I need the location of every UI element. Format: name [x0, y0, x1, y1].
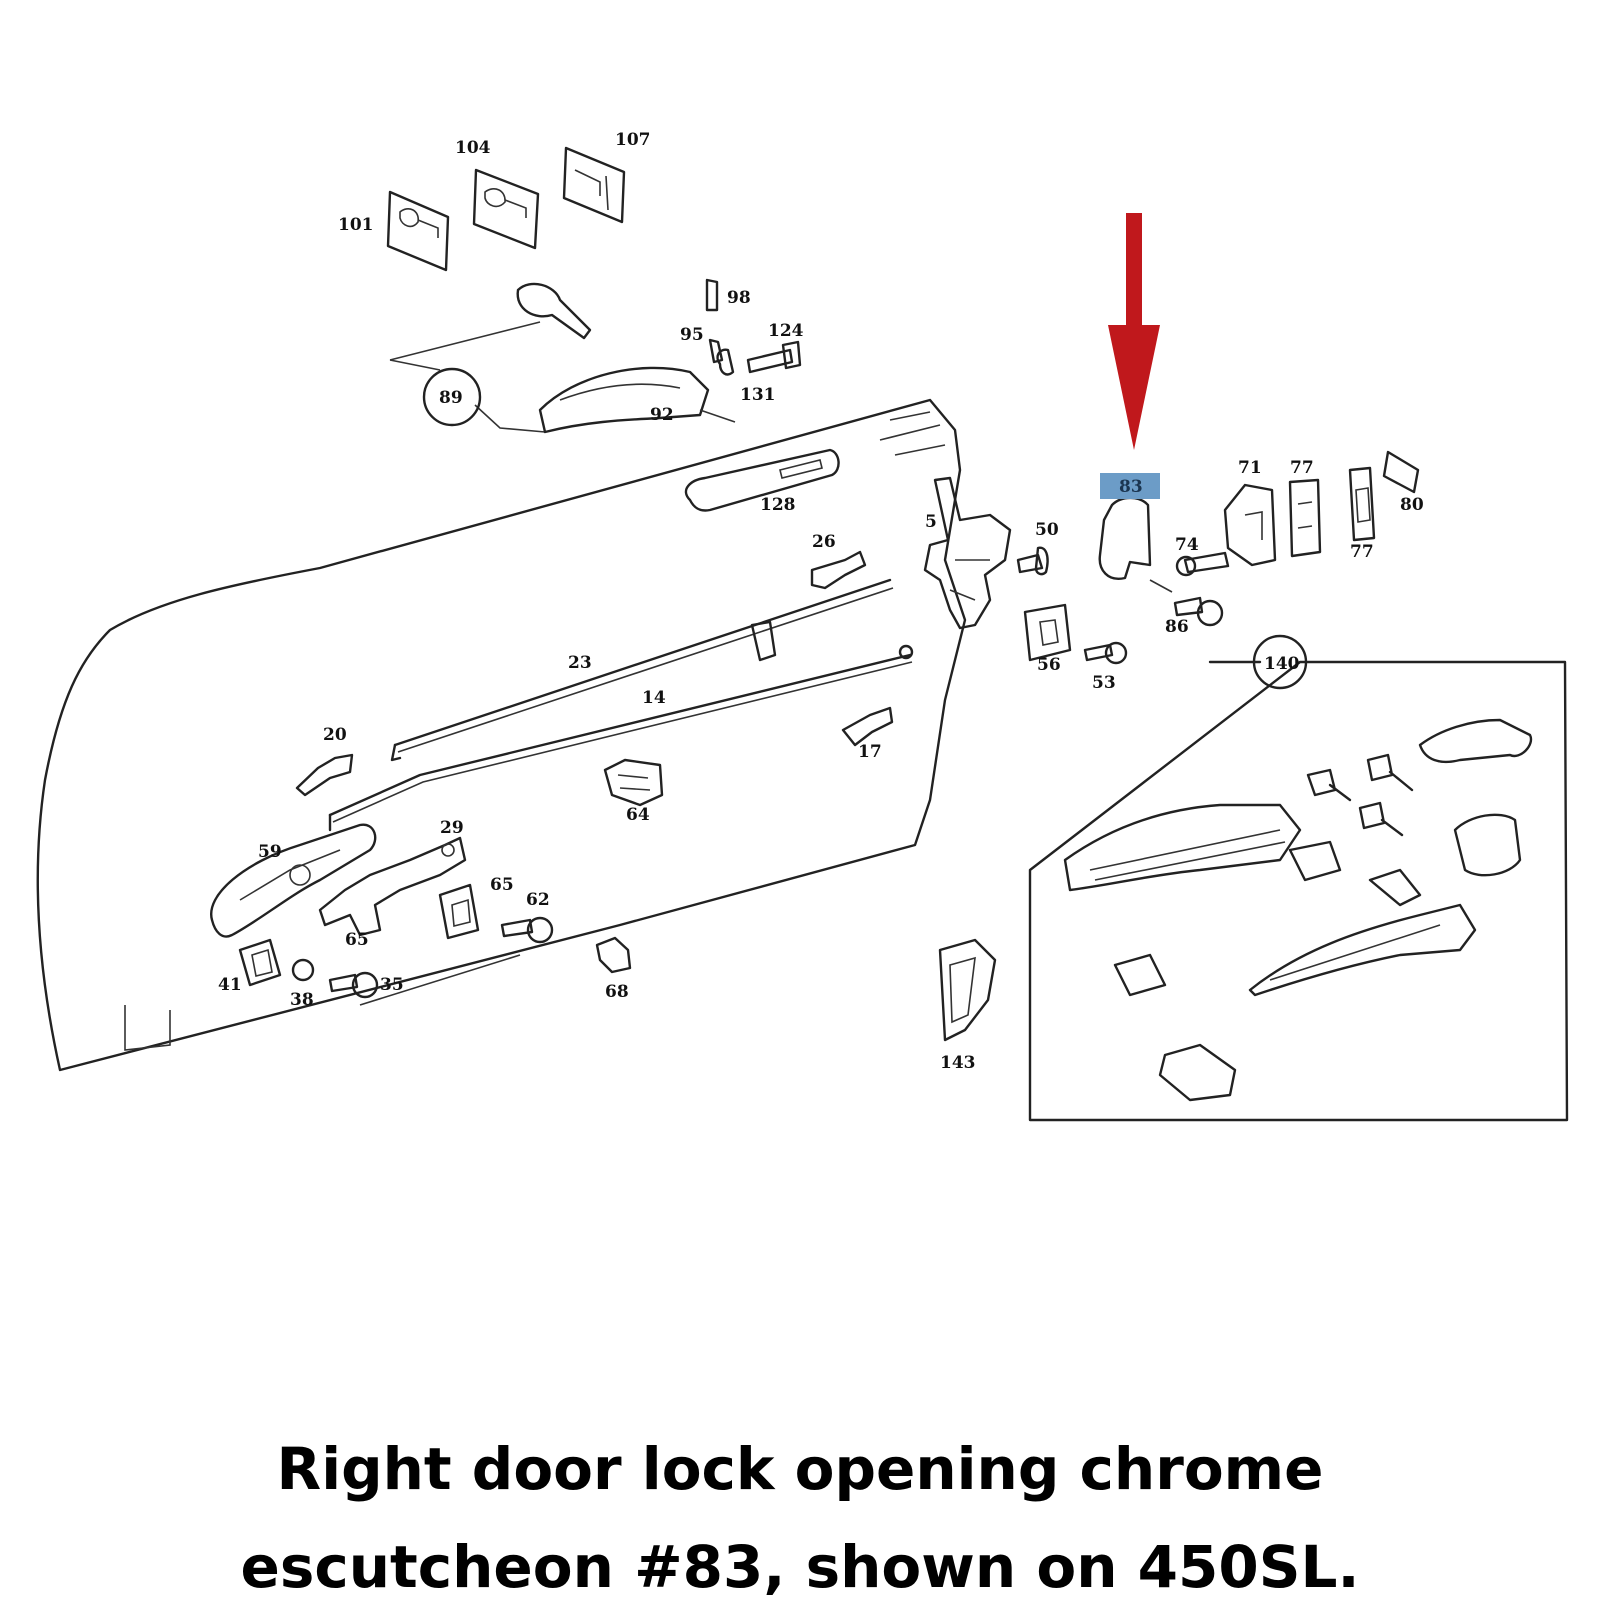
- key-tag-104: [472, 168, 540, 250]
- callout-89: 89: [439, 388, 463, 408]
- bottom-fasteners: [238, 938, 521, 1006]
- small-parts-upper: [705, 278, 802, 376]
- callout-59: 59: [258, 842, 282, 862]
- callout-38: 38: [290, 990, 314, 1010]
- door-panel-outline: [36, 398, 967, 1072]
- inner-pull-handle-128: [684, 448, 840, 512]
- key-part: [516, 282, 592, 340]
- rod-link: [750, 620, 777, 662]
- callout-56: 56: [1037, 655, 1061, 675]
- callout-29: 29: [440, 818, 464, 838]
- arrow-head: [1108, 325, 1160, 450]
- callout-65-right: 65: [490, 875, 514, 895]
- clip-20: [295, 753, 354, 797]
- lever-29: [318, 836, 467, 937]
- callout-98: 98: [727, 288, 751, 308]
- outer-door-handle-92: [538, 366, 736, 434]
- callout-124: 124: [768, 321, 804, 341]
- small-parts-right: [1173, 450, 1420, 627]
- arrow-shaft: [1126, 213, 1142, 333]
- inner-handle-59: [210, 823, 377, 938]
- key-tag-107: [562, 146, 626, 224]
- caption: Right door lock opening chrome escutcheo…: [0, 1420, 1600, 1616]
- callout-101: 101: [338, 215, 374, 235]
- bracket-64: [603, 758, 664, 807]
- callout-41: 41: [218, 975, 242, 995]
- callout-83: 83: [1119, 477, 1143, 497]
- callout-128: 128: [760, 495, 796, 515]
- callout-143: 143: [940, 1053, 976, 1073]
- clip-68: [595, 936, 632, 974]
- caption-line-1: Right door lock opening chrome: [276, 1435, 1324, 1503]
- trim-143: [938, 938, 997, 1042]
- callout-17: 17: [858, 742, 882, 762]
- callout-104: 104: [455, 138, 491, 158]
- callout-92: 92: [650, 405, 674, 425]
- part-83-highlight: [1100, 473, 1160, 499]
- callout-77-top: 77: [1290, 458, 1314, 478]
- callout-77-bottom: 77: [1350, 542, 1374, 562]
- callout-53: 53: [1092, 673, 1116, 693]
- callout-20: 20: [323, 725, 347, 745]
- linkage-rods: [328, 578, 914, 832]
- callout-23: 23: [568, 653, 592, 673]
- caption-line-2: escutcheon #83, shown on 450SL.: [240, 1533, 1360, 1601]
- callout-131: 131: [740, 385, 776, 405]
- assembly-89-leaders: [389, 321, 546, 433]
- callout-71: 71: [1238, 458, 1262, 478]
- clip-26: [810, 550, 867, 590]
- callout-64: 64: [626, 805, 650, 825]
- striker-plate-56: [1023, 603, 1128, 665]
- callout-62: 62: [526, 890, 550, 910]
- subassembly-140-box: [1028, 634, 1569, 1122]
- callout-14: 14: [642, 688, 666, 708]
- callout-74: 74: [1175, 535, 1199, 555]
- bracket-65: [438, 883, 554, 944]
- callout-107: 107: [615, 130, 651, 150]
- clip-17: [841, 706, 894, 747]
- callout-50: 50: [1035, 520, 1059, 540]
- callout-26: 26: [812, 532, 836, 552]
- red-pointer-arrow: [1108, 213, 1160, 450]
- callout-35: 35: [380, 975, 404, 995]
- callout-86: 86: [1165, 617, 1189, 637]
- callout-65-left: 65: [345, 930, 369, 950]
- callout-95: 95: [680, 325, 704, 345]
- escutcheon-83: [1098, 496, 1173, 593]
- callout-140: 140: [1264, 654, 1300, 674]
- callout-80: 80: [1400, 495, 1424, 515]
- lock-mechanism-5: [923, 476, 1049, 630]
- callout-5: 5: [925, 512, 937, 532]
- callout-labels: 101 104 107 89 98 95 124 131 92 128 5 50…: [218, 130, 1424, 1073]
- key-tag-101: [386, 190, 450, 272]
- callout-68: 68: [605, 982, 629, 1002]
